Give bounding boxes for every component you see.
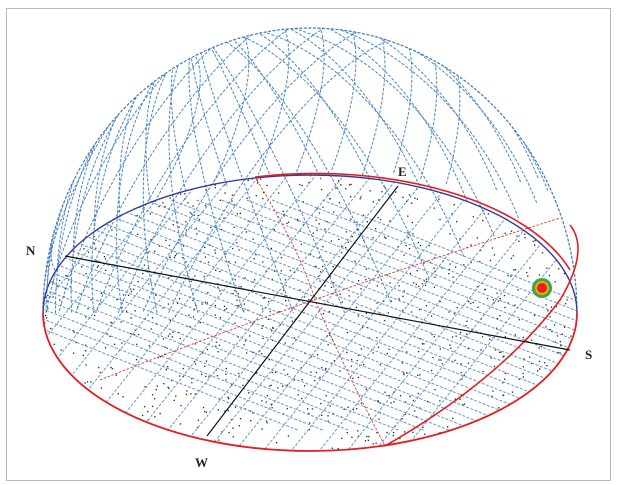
sun-arc-lower xyxy=(384,224,579,447)
horizon-sun-arc-upper xyxy=(254,172,571,271)
west-label: W xyxy=(195,455,208,470)
east-west-axis xyxy=(206,185,399,437)
dome-outline xyxy=(42,27,578,314)
north-south-axis xyxy=(64,255,571,351)
north-label: N xyxy=(26,243,36,258)
south-label: S xyxy=(585,347,593,362)
horizon-front-edge xyxy=(42,312,578,452)
horizon-back-edge xyxy=(42,174,578,314)
sun-marker-icon xyxy=(532,278,552,298)
east-label: E xyxy=(398,164,407,179)
sun-path xyxy=(99,176,561,447)
